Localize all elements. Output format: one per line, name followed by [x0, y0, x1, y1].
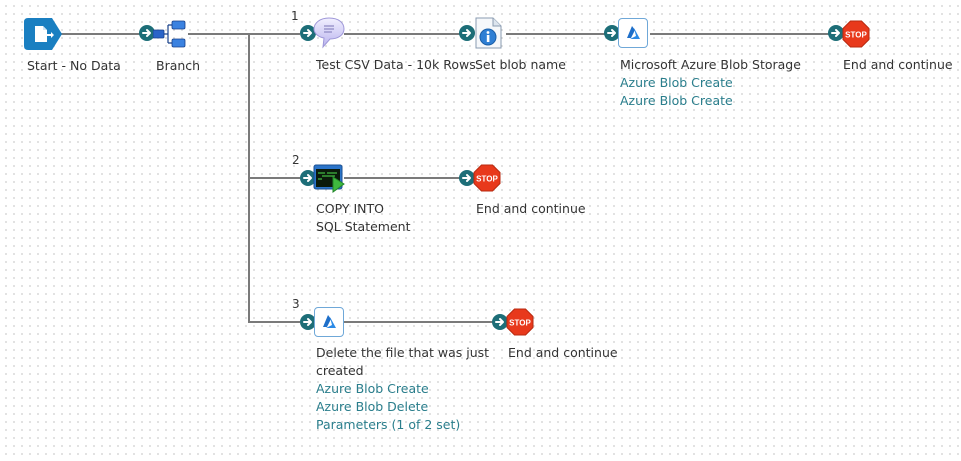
input-connector-icon[interactable] [604, 25, 620, 41]
azure-tile [314, 307, 344, 337]
operation-link[interactable]: Azure Blob Create [316, 381, 429, 396]
branch-number-2: 2 [292, 153, 300, 167]
parameters-link[interactable]: Parameters (1 of 2 set) [316, 417, 461, 432]
wire-b1-1-2 [344, 33, 462, 35]
azure-icon [323, 315, 336, 328]
svg-text:STOP: STOP [509, 319, 531, 328]
branch-number-3: 3 [292, 297, 300, 311]
stop-icon: STOP [473, 164, 501, 192]
wire-b3-in [248, 321, 300, 323]
node-branch-label: Branch [156, 58, 201, 73]
operation-link[interactable]: Azure Blob Create [620, 75, 733, 90]
node-subtitle: SQL Statement [316, 219, 411, 234]
node-copy-into-label: COPY INTO SQL Statement [316, 200, 411, 236]
node-azure-blob-storage-label: Microsoft Azure Blob Storage Azure Blob … [620, 56, 801, 110]
input-connector-icon[interactable] [300, 25, 316, 41]
node-set-blob-name-label: Set blob name [475, 57, 566, 72]
speech-bubble-icon [313, 17, 345, 49]
node-title: Microsoft Azure Blob Storage [620, 57, 801, 72]
wire-start-branch [60, 33, 140, 35]
input-connector-icon[interactable] [459, 170, 475, 186]
wire-b2-in [248, 177, 300, 179]
node-end-continue-3-label: End and continue [508, 345, 618, 360]
sql-terminal-icon [313, 164, 345, 193]
wire-b1-2-3 [506, 33, 606, 35]
input-connector-icon[interactable] [300, 314, 316, 330]
branch-number-1: 1 [291, 9, 299, 23]
wire-branch-out [188, 33, 300, 35]
node-title: COPY INTO [316, 201, 384, 216]
node-title: Delete the file that was just [316, 345, 490, 360]
azure-icon [627, 26, 640, 39]
svg-text:STOP: STOP [845, 31, 867, 40]
input-connector-icon[interactable] [492, 314, 508, 330]
input-connector-icon[interactable] [139, 25, 155, 41]
node-test-csv-label: Test CSV Data - 10k Rows [316, 57, 476, 72]
stop-icon: STOP [842, 20, 870, 48]
node-start-label: Start - No Data [27, 58, 121, 73]
input-connector-icon[interactable] [459, 25, 475, 41]
node-delete-file-label: Delete the file that was just created Az… [316, 344, 489, 434]
operation-link[interactable]: Azure Blob Delete [316, 399, 429, 414]
wire-b3-1-2 [344, 321, 494, 323]
azure-tile [618, 18, 648, 48]
node-end-continue-1-label: End and continue [843, 57, 953, 72]
input-connector-icon[interactable] [828, 25, 844, 41]
stop-icon: STOP [506, 308, 534, 336]
input-connector-icon[interactable] [300, 170, 316, 186]
branch-icon [153, 20, 186, 48]
operation-link[interactable]: Azure Blob Create [620, 93, 733, 108]
node-end-continue-2-label: End and continue [476, 201, 586, 216]
start-document-icon [24, 18, 62, 50]
wire-b2-1-2 [344, 177, 462, 179]
node-title-cont: created [316, 363, 364, 378]
svg-text:STOP: STOP [476, 175, 498, 184]
info-document-icon [475, 17, 502, 49]
wire-b1-3-4 [650, 33, 830, 35]
